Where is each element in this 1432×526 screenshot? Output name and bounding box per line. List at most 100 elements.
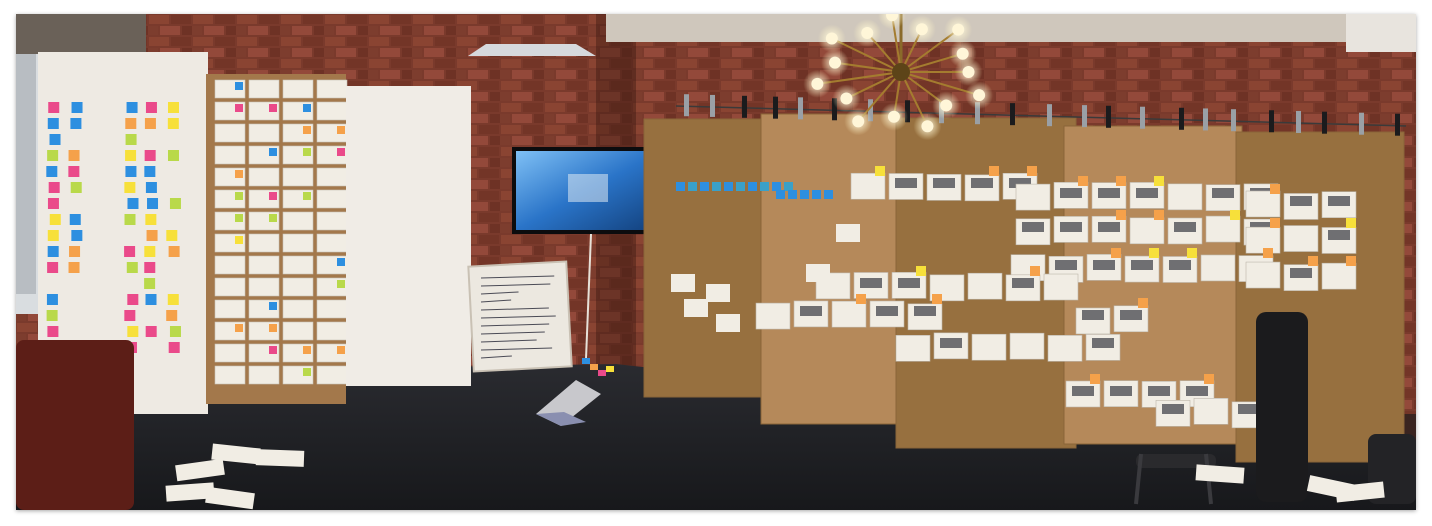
binder-clip	[1296, 110, 1301, 133]
whiteboard-writing	[480, 275, 556, 359]
binder-clip	[1106, 105, 1111, 128]
sticky-note	[989, 166, 999, 176]
sticky-note	[69, 214, 81, 225]
card-sketch	[1012, 278, 1034, 288]
binder-clip	[742, 95, 747, 118]
papers-on-floor	[165, 358, 1385, 510]
binder-clip	[868, 99, 873, 122]
binder-clip	[1231, 109, 1236, 132]
handwriting-line	[480, 347, 553, 351]
sputnik-chandelier	[803, 14, 994, 141]
sticky-note	[724, 182, 733, 191]
sticky-note	[168, 342, 180, 353]
storyboard-card	[1193, 398, 1229, 425]
handwriting-line	[480, 323, 550, 327]
storyboard-card	[1321, 262, 1357, 290]
storyboard-card	[1283, 225, 1319, 252]
card-sketch	[1098, 188, 1120, 198]
sticky-note	[47, 118, 59, 129]
sticky-note	[337, 280, 345, 288]
sticky-note	[46, 166, 58, 177]
sticky-note	[144, 166, 156, 177]
printout-card	[214, 299, 246, 319]
light-bulb	[887, 110, 900, 123]
sticky-note	[168, 246, 180, 257]
sticky-note	[127, 198, 139, 209]
sticky-note	[856, 294, 866, 304]
sticky-note	[303, 346, 311, 354]
printout-card	[248, 277, 280, 297]
light-bulb	[840, 92, 853, 105]
card-sketch	[1290, 268, 1312, 278]
card-sketch	[895, 178, 917, 188]
storyboard-card	[671, 274, 695, 292]
sticky-note	[70, 118, 82, 129]
card-sketch	[1110, 386, 1132, 396]
storyboard-card	[1129, 217, 1165, 245]
light-bulb	[940, 99, 953, 112]
sticky-note	[712, 182, 721, 191]
sticky-note	[125, 166, 137, 177]
ceiling-lamp	[468, 44, 596, 56]
card-sketch	[1082, 310, 1104, 320]
card-sketch	[1238, 404, 1260, 414]
binder-clip	[905, 100, 910, 123]
printout-card	[316, 321, 348, 341]
printout-card	[282, 321, 314, 341]
sticky-note	[824, 190, 833, 199]
sticky-note	[235, 170, 243, 178]
sticky-note	[1154, 210, 1164, 220]
storyboard-card	[850, 172, 886, 200]
bulb-glow	[878, 14, 907, 30]
storyboard-card	[755, 302, 791, 330]
floor-paper	[255, 449, 305, 467]
printout-card	[282, 299, 314, 319]
card-sketch	[1022, 222, 1044, 232]
card-sketch	[1212, 188, 1234, 198]
handwriting-line	[480, 307, 549, 311]
storyboard-card	[836, 224, 860, 242]
sticky-note	[676, 182, 685, 191]
storyboard-card	[929, 274, 965, 302]
printout-card	[316, 101, 348, 121]
floor-paper	[205, 486, 255, 510]
maroon-chair	[16, 340, 134, 510]
card-sketch	[1328, 196, 1350, 206]
kraft-board	[760, 113, 902, 425]
sticky-note	[760, 182, 769, 191]
floor-paper	[165, 482, 215, 502]
card-sketch	[1174, 222, 1196, 232]
light-bulb	[825, 32, 838, 45]
sticky-note	[303, 104, 311, 112]
sticky-note	[303, 126, 311, 134]
tv-dialog	[568, 174, 608, 202]
sticky-note	[166, 310, 178, 321]
card-sketch	[876, 306, 898, 316]
sticky-note	[124, 214, 136, 225]
printout-card	[248, 233, 280, 253]
card-sketch	[1060, 222, 1082, 232]
sticky-note	[125, 118, 137, 129]
sticky-note	[1204, 374, 1214, 384]
printout-card	[316, 365, 348, 385]
binder-clip	[684, 94, 689, 117]
sticky-note	[1187, 248, 1197, 258]
sticky-note	[47, 198, 59, 209]
brainstorm-room-photo	[16, 14, 1416, 510]
sticky-note	[126, 262, 138, 273]
sticky-note	[147, 198, 159, 209]
card-sketch	[1092, 338, 1114, 348]
printout-card	[214, 255, 246, 275]
sticky-note	[47, 150, 59, 161]
floor-paper	[1195, 464, 1245, 484]
sticky-note	[1138, 298, 1148, 308]
window-frame	[16, 14, 146, 54]
binder-clip	[773, 96, 778, 119]
sticky-note	[875, 166, 885, 176]
sticky-note	[337, 258, 345, 266]
sticky-note	[688, 182, 697, 191]
sticky-note	[1230, 210, 1240, 220]
sticky-note	[167, 150, 179, 161]
card-sketch	[1093, 260, 1115, 270]
sticky-note	[235, 236, 243, 244]
